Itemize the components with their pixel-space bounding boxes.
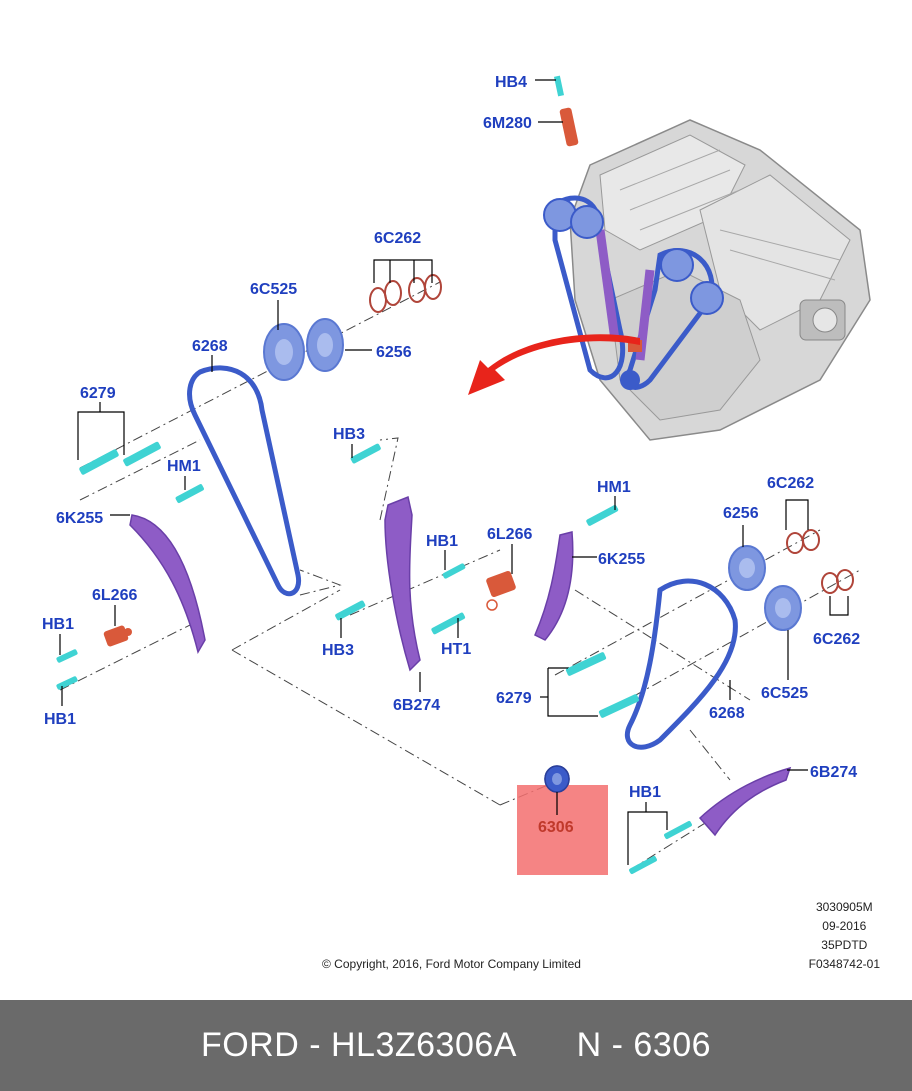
footer-part-number: FORD - HL3Z6306A (200, 1026, 517, 1064)
part-highlight-box (517, 785, 608, 875)
camshaft-sprocket-6256-left (306, 318, 344, 372)
chain-guide-6b274-mid (384, 495, 421, 672)
timing-chain-exploded-diagram: HB4 6M280 6C262 6C525 6256 6268 6279 HM1… (42, 74, 871, 874)
drawing-reference: F0348742-01 (808, 957, 880, 971)
bolt-hb1-mid (442, 563, 466, 579)
leader-lines (59, 79, 849, 865)
camshaft-sprocket-6c525-right (764, 585, 802, 631)
label-hb1-left-bottom: HB1 (44, 711, 76, 728)
bolt-ht1 (431, 612, 466, 635)
bolt-hm1-left (175, 484, 204, 503)
chain-guide-6k255-right (534, 531, 574, 641)
label-6b274-mid: 6B274 (393, 697, 440, 714)
bolt-hm1-right (586, 505, 619, 526)
label-6m280: 6M280 (483, 115, 532, 132)
drawing-code: 35PDTD (821, 938, 868, 952)
drawing-number: 3030905M (815, 900, 873, 914)
label-hb3-top: HB3 (333, 426, 365, 443)
label-hm1-right: HM1 (597, 479, 631, 496)
label-6256-right: 6256 (723, 505, 759, 522)
bolt-hb4 (553, 75, 565, 97)
center-lines (59, 281, 861, 871)
footer-reference-number: N - 6306 (576, 1026, 712, 1064)
label-6l266-mid: 6L266 (487, 526, 532, 543)
bolt-hb1-left-bottom (56, 676, 78, 690)
label-hb4: HB4 (495, 74, 527, 91)
copyright-notice: © Copyright, 2016, Ford Motor Company Li… (322, 957, 581, 971)
drawing-metadata: 3030905M 09-2016 35PDTD F0348742-01 (809, 898, 880, 974)
seal-rings-6c262-right-top (786, 529, 820, 554)
bolt-hb1-left-top (56, 649, 78, 663)
label-hb3-bottom: HB3 (322, 642, 354, 659)
label-6268-left: 6268 (192, 338, 228, 355)
bolt-hb3-top (350, 443, 381, 464)
bolts-6279-left (79, 441, 161, 475)
camshaft-sprocket-6256-right (728, 545, 766, 591)
label-6279-right: 6279 (496, 690, 532, 707)
callout-labels: HB4 6M280 6C262 6C525 6256 6268 6279 HM1… (42, 74, 860, 801)
label-6c262-right-top: 6C262 (767, 475, 814, 492)
label-6b274-right: 6B274 (810, 764, 857, 781)
camshaft-sprocket-6c525-left (263, 323, 305, 381)
oil-control-solenoid-6m280 (559, 107, 579, 147)
bolt-hb3-bottom (335, 600, 366, 621)
label-hb1-right: HB1 (629, 784, 661, 801)
engine-timing-chain-illustration (543, 195, 724, 390)
bolt-hb1-right-top (664, 821, 692, 839)
drawing-date: 09-2016 (822, 919, 867, 933)
direction-arrow (468, 334, 640, 395)
label-6268-right: 6268 (709, 705, 745, 722)
label-hb1-mid: HB1 (426, 533, 458, 550)
label-6256-left: 6256 (376, 344, 412, 361)
label-6279-left: 6279 (80, 385, 116, 402)
engine-block-illustration (569, 119, 871, 441)
label-6c262-top: 6C262 (374, 230, 421, 247)
seal-rings-6c262-top (369, 274, 442, 313)
bolt-hb1-right-bottom (629, 856, 657, 874)
label-hb1-left-top: HB1 (42, 616, 74, 633)
label-6c262-right-bottom: 6C262 (813, 631, 860, 648)
label-6c525-left: 6C525 (250, 281, 297, 298)
label-6l266-left: 6L266 (92, 587, 137, 604)
label-6k255-right: 6K255 (598, 551, 645, 568)
part-number-footer: FORD - HL3Z6306A N - 6306 (0, 1000, 912, 1091)
timing-chain-6268-right (624, 578, 738, 750)
seal-rings-6c262-right-bottom (821, 569, 854, 594)
label-6k255-left: 6K255 (56, 510, 103, 527)
label-hm1-left: HM1 (167, 458, 201, 475)
chain-guide-6b274-right (698, 766, 792, 837)
tensioner-6l266-mid (486, 571, 516, 611)
tensioner-6l266-left (103, 625, 132, 647)
timing-chain-6268-left (187, 365, 302, 597)
label-6c525-right: 6C525 (761, 685, 808, 702)
chain-guide-6k255-left (129, 514, 206, 654)
label-ht1: HT1 (441, 641, 471, 658)
bolts-6279-right (565, 652, 640, 718)
